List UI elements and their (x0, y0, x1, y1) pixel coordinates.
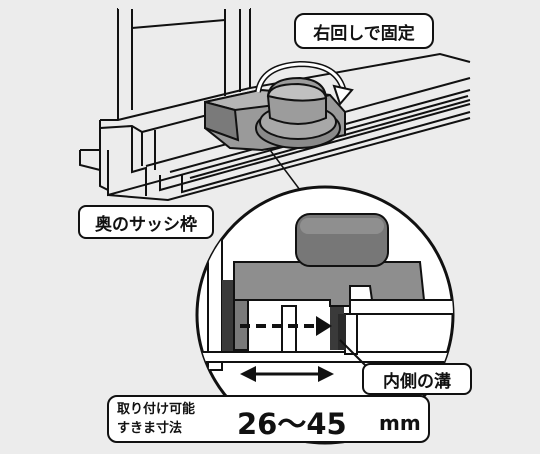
gap-spec-caption: 取り付け可能 すきま寸法 (117, 400, 195, 438)
back-sash-frame-label: 奥のサッシ枠 (78, 205, 214, 239)
gap-spec-box: 取り付け可能 すきま寸法 26〜45 mm (107, 395, 430, 443)
gap-spec-value: 26〜45 (237, 407, 347, 441)
rotate-to-fix-label: 右回しで固定 (294, 13, 434, 49)
gap-spec-caption-line2: すきま寸法 (117, 421, 183, 436)
stopper-device-top (204, 60, 354, 152)
inner-groove-label: 内側の溝 (362, 363, 472, 395)
zoom-connector (269, 149, 301, 191)
gap-spec-caption-line1: 取り付け可能 (117, 402, 196, 417)
gap-spec-unit: mm (379, 411, 421, 435)
